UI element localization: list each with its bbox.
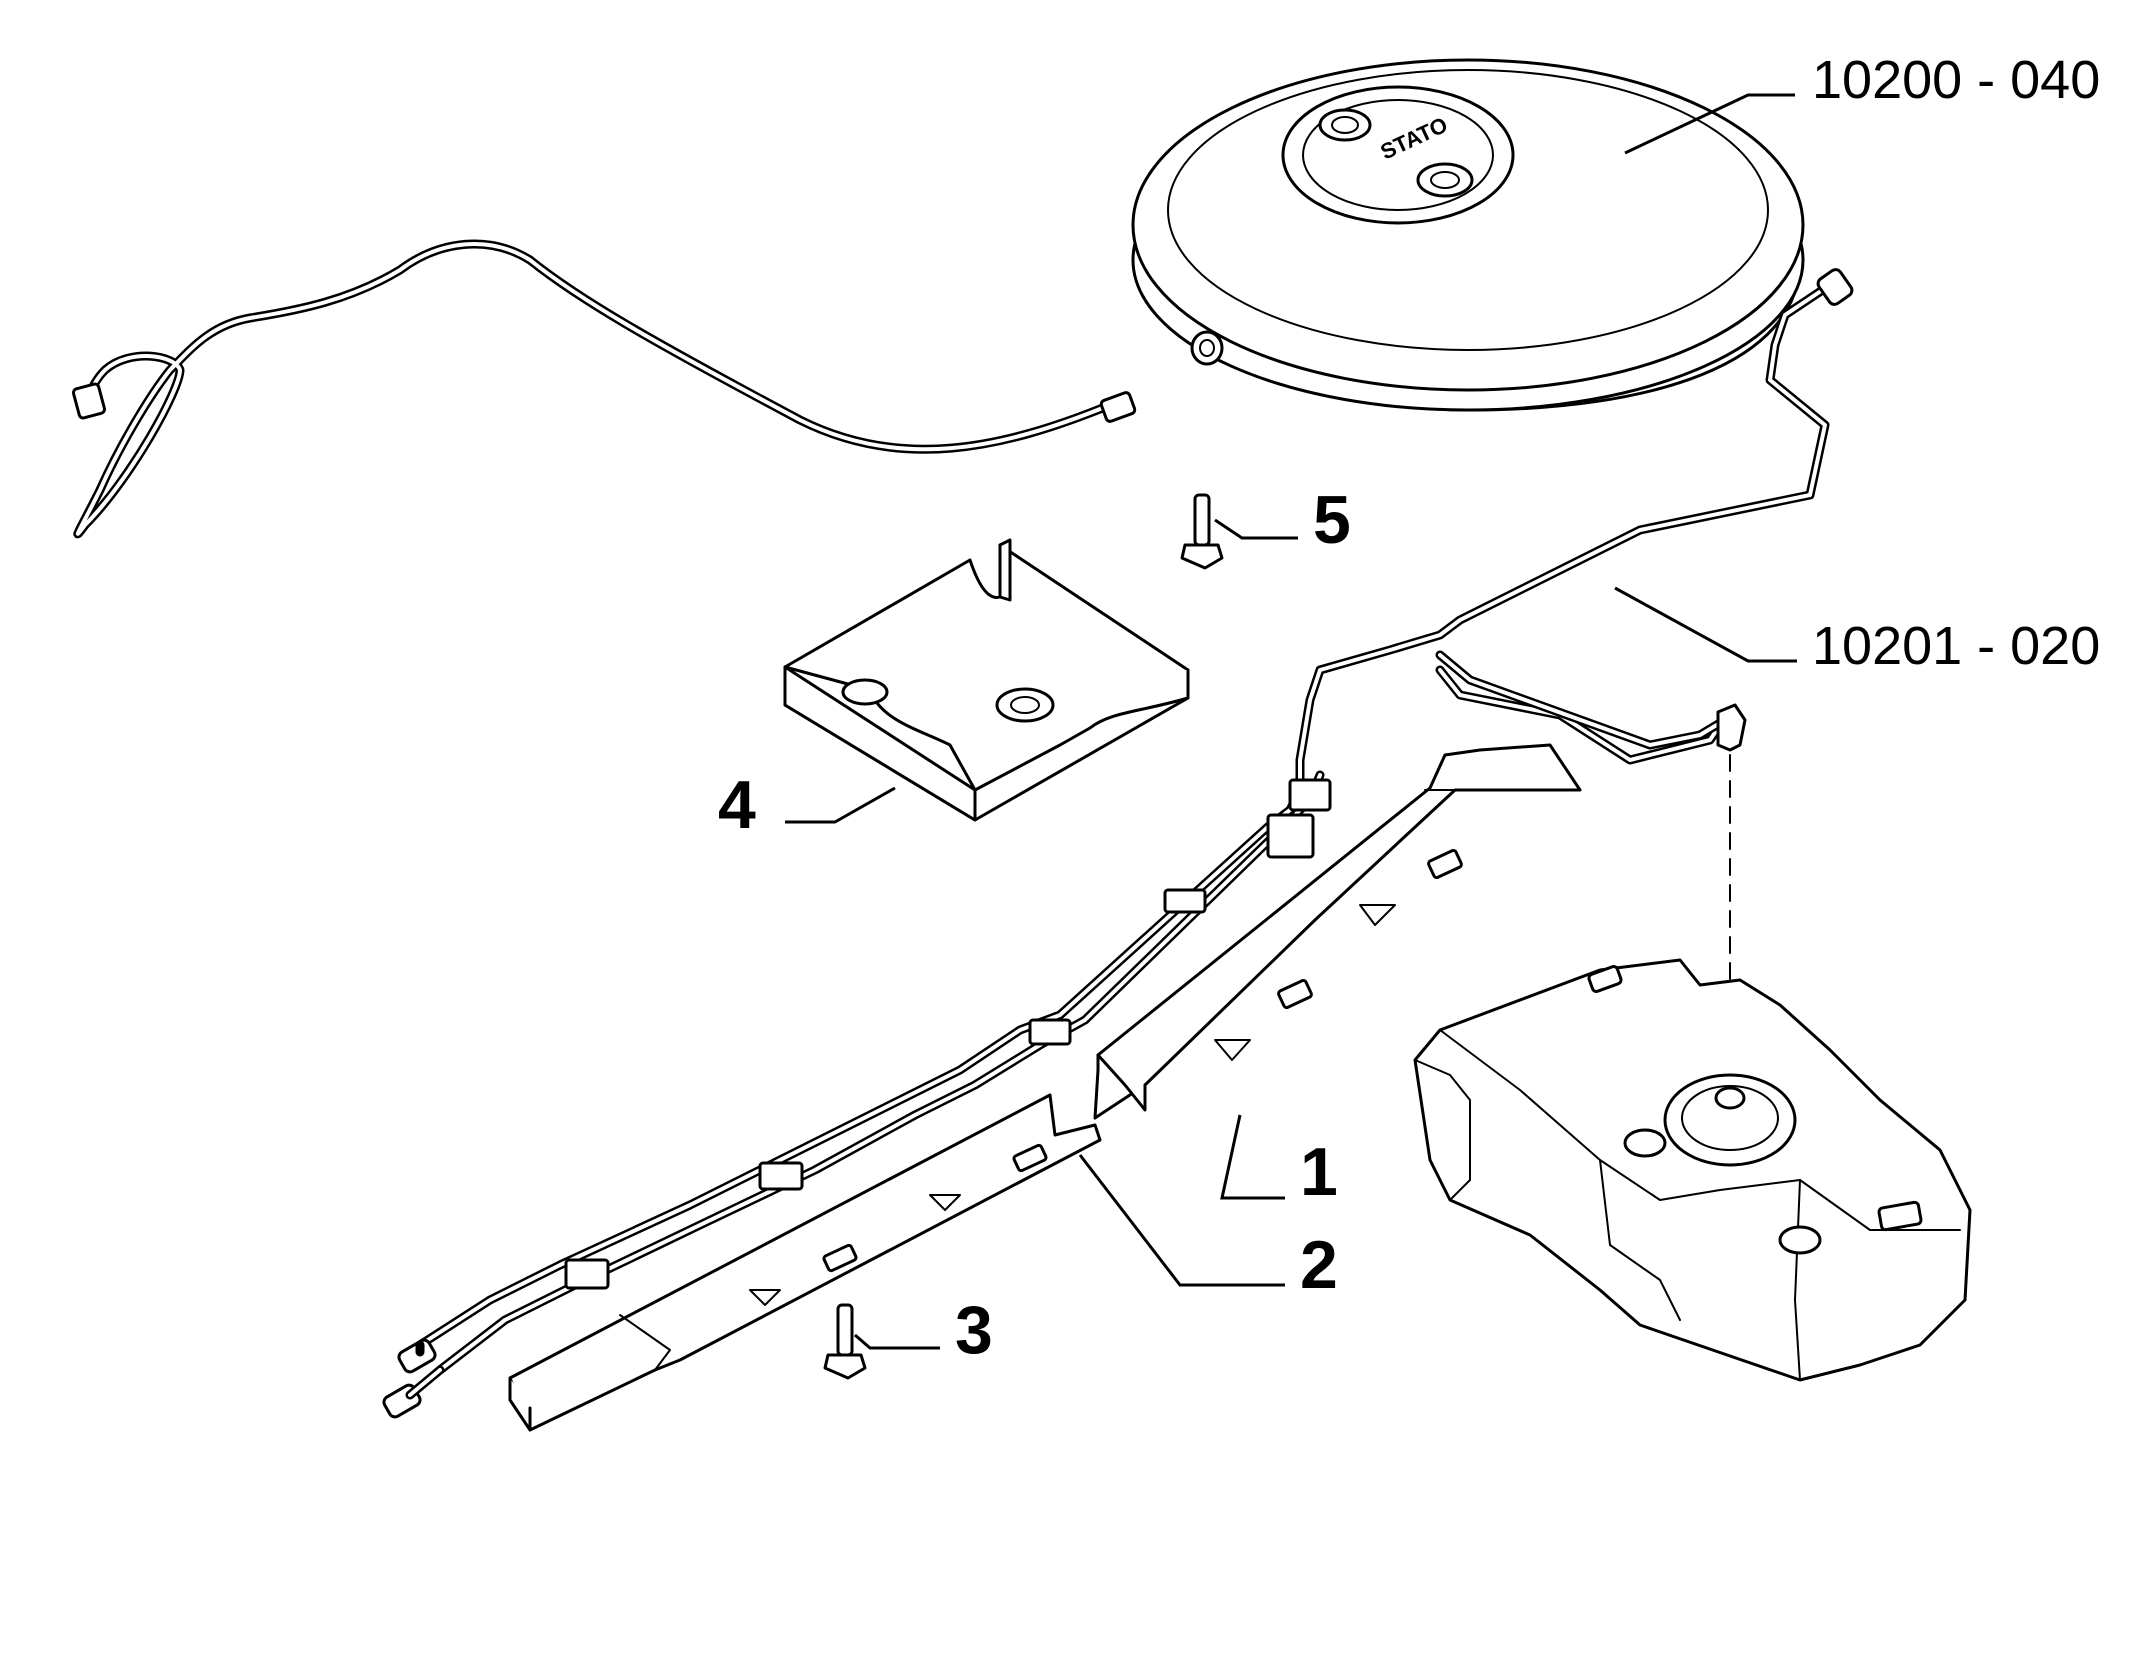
pipe-clip — [1028, 1018, 1072, 1046]
callout-pipe-ref: 10201 - 020 — [1812, 616, 2100, 676]
leader-1 — [1220, 1114, 1285, 1200]
leader-tank-ref — [1624, 93, 1795, 155]
thin-gas-line — [71, 239, 1137, 539]
pipe-clip — [564, 1258, 610, 1290]
leader-2 — [1078, 1154, 1285, 1287]
leader-lines — [785, 93, 1797, 1350]
leader-4 — [785, 786, 896, 824]
tank-valve-bottom — [1416, 162, 1474, 198]
tank-mounting-eye — [1190, 330, 1224, 366]
pipe-guard-2 — [508, 1093, 1102, 1432]
fuel-tank — [1413, 958, 1972, 1382]
leader-pipe-ref — [1614, 586, 1797, 663]
callout-5: 5 — [1313, 482, 1351, 558]
underbody-twin-pipes — [382, 650, 1735, 1419]
leader-3 — [854, 1333, 940, 1350]
pipe-clip — [1266, 813, 1315, 859]
tank-support-tray — [783, 538, 1190, 822]
pipe-clip — [1163, 888, 1207, 914]
callout-3: 3 — [955, 1292, 993, 1368]
pipe-clip — [1288, 778, 1332, 812]
callout-2: 2 — [1300, 1227, 1338, 1303]
pipe-clip — [758, 1161, 804, 1191]
pipe-guard-1 — [1093, 743, 1582, 1120]
callout-tank-ref: 10200 - 040 — [1812, 50, 2100, 110]
leader-5 — [1214, 518, 1298, 540]
lpg-toroidal-tank: STATO — [1131, 58, 1805, 412]
pipe-end-fitting — [397, 1338, 437, 1374]
bolt-3 — [823, 1303, 867, 1380]
bolt-5 — [1180, 493, 1224, 570]
callout-1: 1 — [1300, 1134, 1338, 1210]
tank-valve-top — [1318, 108, 1372, 142]
callout-4: 4 — [718, 767, 756, 843]
filler-connector — [1716, 703, 1747, 1086]
rigid-filler-pipe — [1295, 268, 1854, 795]
